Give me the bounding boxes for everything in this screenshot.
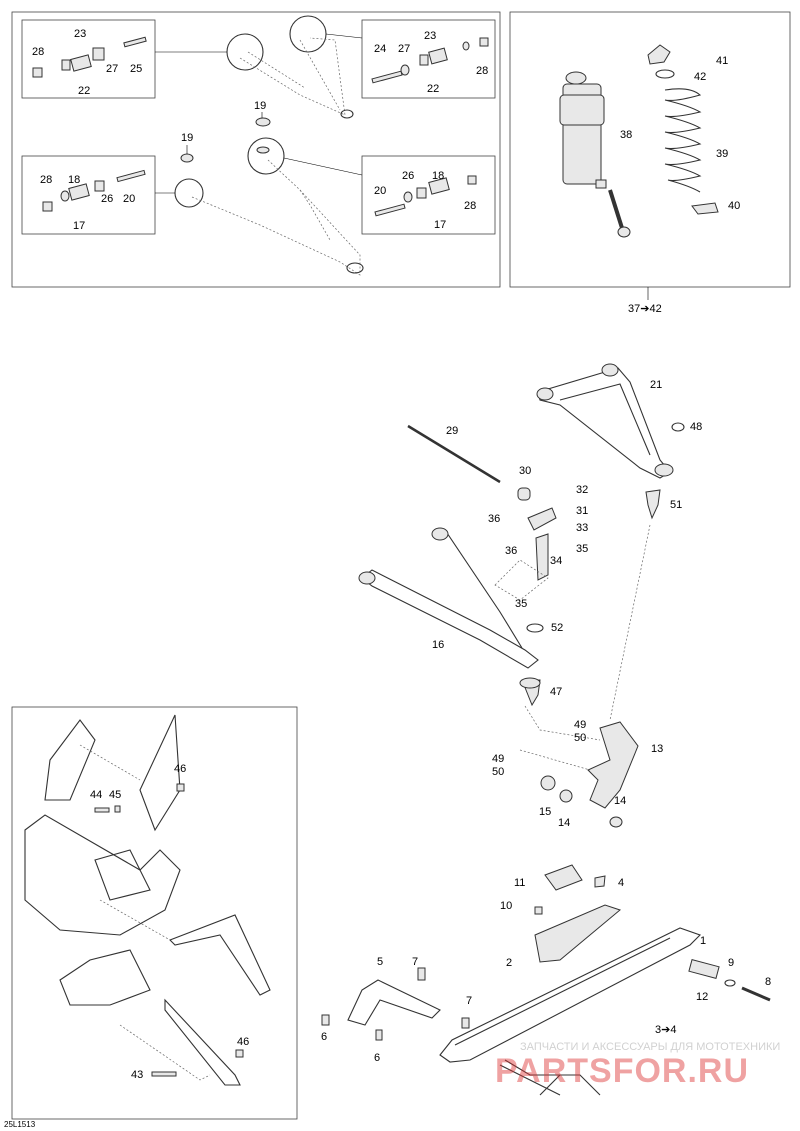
lower-a-arm-16: [358, 527, 544, 707]
callout-47: 47: [550, 686, 562, 698]
footer-code: 25L1513: [4, 1120, 36, 1129]
callout-32: 32: [576, 484, 588, 496]
spindle-13: [519, 524, 651, 828]
spring-sketch: [647, 44, 719, 215]
upper-left-frame: [11, 11, 501, 288]
callout-27: 27: [398, 43, 410, 55]
callout-14: 14: [558, 817, 570, 829]
callout-50: 50: [492, 766, 504, 778]
callout-23: 23: [424, 30, 436, 42]
callout-19: 19: [254, 100, 266, 112]
inset-hardware-sketches: [32, 36, 489, 217]
callout-37-to-42: 37➔42: [628, 303, 662, 315]
lower-a-arm-sketch: [155, 112, 364, 276]
callout-10: 10: [500, 900, 512, 912]
callout-12: 12: [696, 991, 708, 1003]
callout-17: 17: [434, 219, 446, 231]
callout-5: 5: [377, 956, 383, 968]
callout-3-to-4: 3➔4: [655, 1024, 676, 1036]
callout-36: 36: [488, 513, 500, 525]
callout-39: 39: [716, 148, 728, 160]
callout-30: 30: [519, 465, 531, 477]
inset-box-upper-a-arm-right: [361, 19, 496, 99]
callout-52: 52: [551, 622, 563, 634]
callout-46: 46: [237, 1036, 249, 1048]
shock-absorber-sketch: [559, 71, 631, 238]
callout-18: 18: [432, 170, 444, 182]
callout-28: 28: [32, 46, 44, 58]
callout-35: 35: [576, 543, 588, 555]
callout-16: 16: [432, 639, 444, 651]
watermark-tagline: ЗАПЧАСТИ И АКСЕССУАРЫ ДЛЯ МОТОТЕХНИКИ: [520, 1041, 780, 1053]
callout-23: 23: [74, 28, 86, 40]
watermark: ЗАПЧАСТИ И АКСЕССУАРЫ ДЛЯ МОТОТЕХНИКИ PA…: [495, 1041, 780, 1090]
callout-27: 27: [106, 63, 118, 75]
callout-8: 8: [765, 976, 771, 988]
callout-26: 26: [402, 170, 414, 182]
callout-50: 50: [574, 732, 586, 744]
callout-44: 44: [90, 789, 102, 801]
callout-7: 7: [412, 956, 418, 968]
callout-4: 4: [618, 877, 624, 889]
callout-46: 46: [174, 763, 186, 775]
upper-a-arm-sketch: [155, 15, 363, 119]
sway-bar-link: [407, 424, 557, 601]
callout-41: 41: [716, 55, 728, 67]
callout-17: 17: [73, 220, 85, 232]
callout-22: 22: [427, 83, 439, 95]
callout-14: 14: [614, 795, 626, 807]
chassis-sketch: [24, 714, 271, 1086]
upper-a-arm-21: [536, 363, 685, 520]
callout-9: 9: [728, 957, 734, 969]
callout-43: 43: [131, 1069, 143, 1081]
callout-1: 1: [700, 935, 706, 947]
callout-13: 13: [651, 743, 663, 755]
callout-49: 49: [492, 753, 504, 765]
callout-29: 29: [446, 425, 458, 437]
callout-18: 18: [68, 174, 80, 186]
upper-right-frame: [509, 11, 791, 288]
callout-28: 28: [40, 174, 52, 186]
callout-35: 35: [515, 598, 527, 610]
callout-45: 45: [109, 789, 121, 801]
watermark-brand: PARTSFOR.RU: [495, 1052, 749, 1090]
callout-40: 40: [728, 200, 740, 212]
callout-25: 25: [130, 63, 142, 75]
callout-labels: 28 23 27 25 22 24 27 23 28 22 19 19 28 1…: [32, 28, 771, 1081]
ski-assembly: [321, 864, 771, 1096]
callout-21: 21: [650, 379, 662, 391]
callout-20: 20: [123, 193, 135, 205]
callout-28: 28: [476, 65, 488, 77]
callout-38: 38: [620, 129, 632, 141]
callout-34: 34: [550, 555, 562, 567]
lower-left-frame: [11, 706, 298, 1120]
callout-49: 49: [574, 719, 586, 731]
callout-48: 48: [690, 421, 702, 433]
callout-2: 2: [506, 957, 512, 969]
callout-33: 33: [576, 522, 588, 534]
callout-36: 36: [505, 545, 517, 557]
callout-28: 28: [464, 200, 476, 212]
inset-box-lower-a-arm-left: [21, 155, 156, 235]
callout-26: 26: [101, 193, 113, 205]
inset-box-lower-a-arm-right: [361, 155, 496, 235]
callout-51: 51: [670, 499, 682, 511]
callout-6: 6: [321, 1031, 327, 1043]
callout-6: 6: [374, 1052, 380, 1064]
callout-11: 11: [514, 877, 525, 889]
callout-7: 7: [466, 995, 472, 1007]
callout-31: 31: [576, 505, 588, 517]
inset-box-upper-a-arm-left: [21, 19, 156, 99]
callout-42: 42: [694, 71, 706, 83]
callout-24: 24: [374, 43, 386, 55]
callout-15: 15: [539, 806, 551, 818]
callout-19: 19: [181, 132, 193, 144]
callout-22: 22: [78, 85, 90, 97]
callout-20: 20: [374, 185, 386, 197]
